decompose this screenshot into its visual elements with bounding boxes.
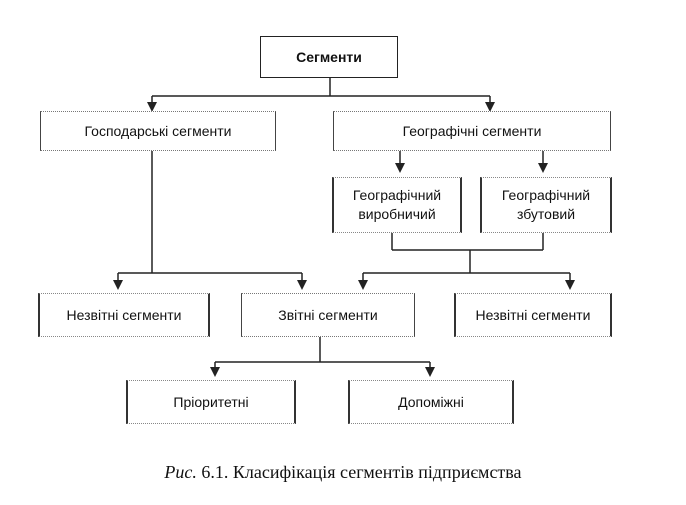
node-geo-production-line2: виробничий [358,206,436,222]
node-unreported-right-label: Незвітні сегменти [475,306,591,323]
node-segments-root: Сегменти [260,36,398,78]
figure-caption: Рис. 6.1. Класифікація сегментів підприє… [0,462,686,483]
figure-caption-prefix: Рис. [164,462,197,482]
node-business-segments: Господарські сегменти [40,111,276,151]
node-business-segments-label: Господарські сегменти [84,122,232,139]
node-geo-sales: Географічний збутовий [480,177,612,233]
node-segments-root-label: Сегменти [296,48,362,65]
node-priority: Пріоритетні [126,380,296,424]
node-unreported-right: Незвітні сегменти [454,293,612,337]
figure-caption-text: 6.1. Класифікація сегментів підприємства [196,462,522,482]
node-geo-segments: Географічні сегменти [333,111,611,151]
node-reported-segments: Звітні сегменти [241,293,415,337]
node-auxiliary: Допоміжні [348,380,514,424]
node-reported-segments-label: Звітні сегменти [278,306,378,323]
node-geo-sales-line1: Географічний [501,187,591,203]
node-geo-sales-line2: збутовий [516,206,576,222]
node-unreported-left: Незвітні сегменти [38,293,210,337]
node-auxiliary-label: Допоміжні [398,393,464,410]
node-unreported-left-label: Незвітні сегменти [66,306,182,323]
node-geo-segments-label: Географічні сегменти [402,122,542,139]
node-geo-production: Географічний виробничий [332,177,462,233]
node-priority-label: Пріоритетні [173,393,249,410]
node-geo-production-line1: Географічний [352,187,442,203]
